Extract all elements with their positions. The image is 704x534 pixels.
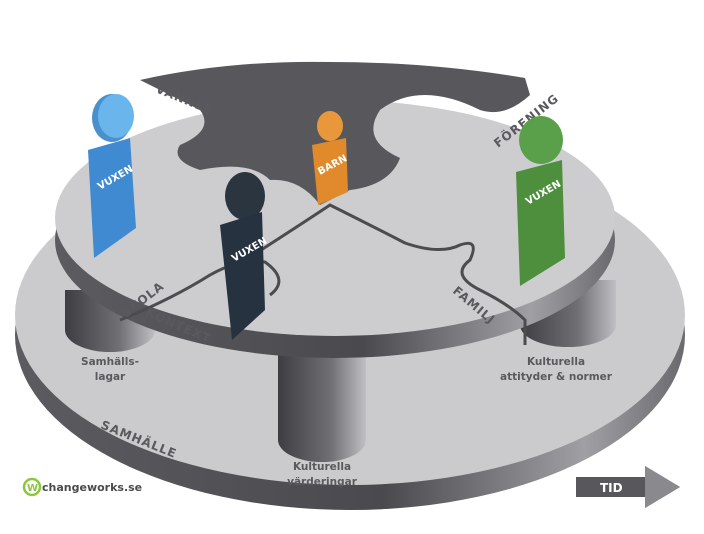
caption-samhallslagar-2: lagar [95, 371, 126, 383]
context-disc [55, 61, 615, 358]
caption-varderingar-1: Kulturella [293, 461, 351, 473]
time-arrow-label: TID [600, 481, 623, 495]
changeworks-logo: W changeworks.se [22, 477, 142, 497]
figure-vuxen-green: VUXEN [516, 116, 565, 286]
caption-samhallslagar-1: Samhälls- [81, 356, 139, 368]
figure-vuxen-dark: VUXEN [220, 172, 269, 340]
caption-attityder-1: Kulturella [527, 356, 585, 368]
logo-text: changeworks.se [42, 481, 142, 494]
logo-mark: W [27, 483, 38, 494]
time-arrow: TID [576, 466, 680, 508]
caption-attityder-2: attityder & normer [500, 371, 613, 383]
figure-barn-orange: BARN [312, 111, 349, 205]
figure-vuxen-blue: VUXEN [88, 94, 136, 258]
caption-varderingar-2: värderingar [287, 476, 358, 488]
